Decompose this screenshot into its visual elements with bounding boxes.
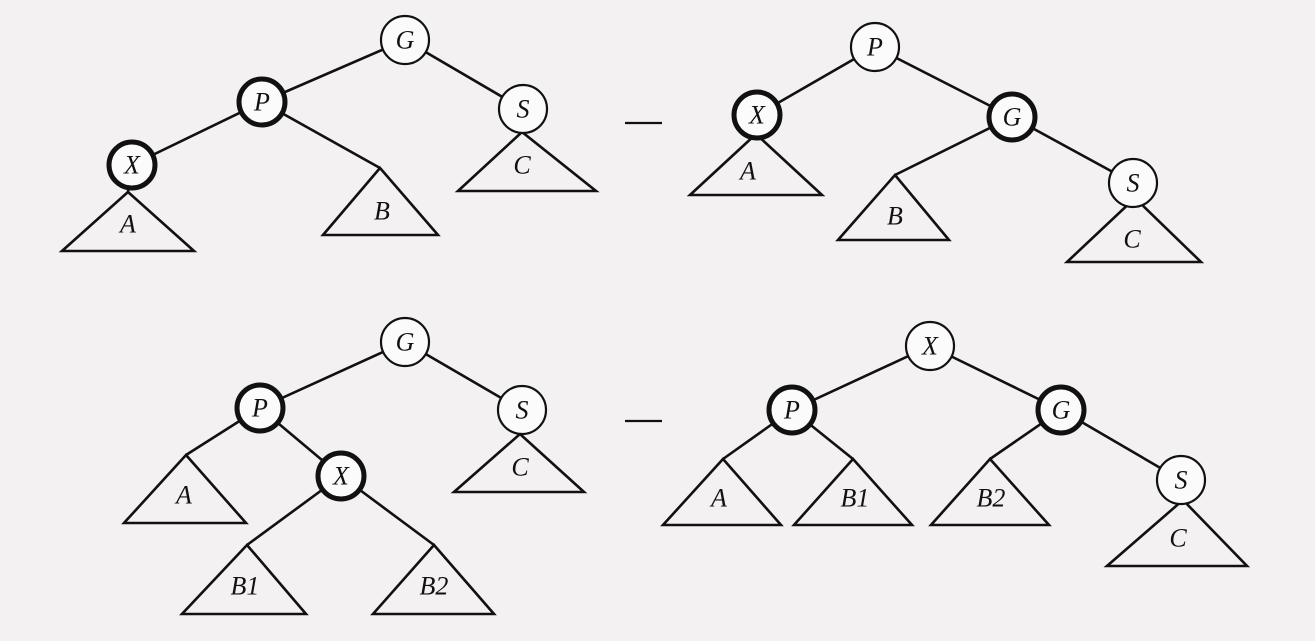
node-label: G [1052, 396, 1071, 425]
subtree-b1-triangle [178, 543, 309, 616]
node-circle-bold [731, 89, 783, 141]
node-label: P [783, 396, 800, 425]
node-circle [904, 320, 956, 372]
node-label: X [123, 151, 141, 180]
tree-node: G [986, 91, 1038, 143]
tree-node: S [1107, 157, 1159, 209]
case-1-after-tree: A B C P X G S [686, 21, 1205, 264]
tree-node: S [1155, 454, 1207, 506]
node-label: S [516, 396, 529, 425]
edge-p-g [874, 45, 1013, 119]
case-1-before-tree: A B C G P S X [58, 14, 600, 253]
node-label: S [1127, 169, 1140, 198]
node-label: P [253, 88, 270, 117]
edge-g-p [261, 38, 406, 104]
tree-node: P [849, 21, 901, 73]
node-circle [497, 83, 549, 135]
subtree-a-triangle [686, 132, 826, 197]
tree-node: G [379, 316, 431, 368]
subtree-b-triangle [320, 166, 441, 237]
node-label: G [396, 328, 415, 357]
tree-node: X [315, 450, 367, 502]
subtree-label: C [513, 151, 531, 180]
subtree-label: A [709, 484, 727, 513]
tree-node: X [904, 320, 956, 372]
node-label: S [517, 95, 530, 124]
node-label: P [866, 33, 883, 62]
node-label: G [396, 26, 415, 55]
tree-node: G [1035, 384, 1087, 436]
node-circle [379, 14, 431, 66]
node-label: X [748, 101, 766, 130]
subtree-label: B [887, 202, 903, 231]
subtree-c-triangle [454, 130, 600, 193]
node-label: P [251, 394, 268, 423]
tree-node: X [106, 139, 158, 191]
subtree-b-triangle [835, 172, 952, 242]
node-circle-bold [234, 382, 286, 434]
subtree-b2-triangle [928, 457, 1052, 527]
tree-node: G [379, 14, 431, 66]
subtree-label: C [1169, 524, 1187, 553]
node-circle [496, 384, 548, 436]
subtree-b1-triangle [791, 457, 915, 527]
tree-node: X [731, 89, 783, 141]
subtree-label: B2 [420, 572, 449, 601]
node-circle-bold [315, 450, 367, 502]
case-2-before-tree: A B1 B2 C G P S X [121, 316, 588, 616]
subtree-c-triangle [1103, 498, 1251, 568]
tree-node: S [497, 83, 549, 135]
subtree-label: C [1123, 225, 1141, 254]
node-circle-bold [986, 91, 1038, 143]
case-2-after-tree: A B1 B2 C X P G S [660, 320, 1251, 568]
edge-g-p [259, 340, 406, 410]
node-circle [849, 21, 901, 73]
subtree-label: A [174, 481, 192, 510]
node-circle-bold [1035, 384, 1087, 436]
tree-node: P [236, 76, 288, 128]
subtree-label: B1 [231, 572, 260, 601]
subtree-a-triangle [58, 190, 198, 253]
subtree-a-triangle [121, 453, 249, 525]
subtree-label: A [118, 210, 136, 239]
subtree-c-triangle [1063, 196, 1205, 264]
subtree-label: B1 [841, 484, 870, 513]
node-circle [1155, 454, 1207, 506]
tree-node: S [496, 384, 548, 436]
subtree-c-triangle [450, 432, 588, 494]
subtree-a-triangle [660, 457, 784, 527]
node-label: G [1003, 103, 1022, 132]
node-circle [1107, 157, 1159, 209]
node-label: S [1175, 466, 1188, 495]
subtree-label: B [374, 197, 390, 226]
node-label: X [921, 332, 939, 361]
node-circle-bold [766, 384, 818, 436]
tree-node: P [766, 384, 818, 436]
node-circle-bold [106, 139, 158, 191]
subtree-label: B2 [977, 484, 1006, 513]
subtree-label: C [511, 453, 529, 482]
node-circle [379, 316, 431, 368]
node-circle-bold [236, 76, 288, 128]
subtree-label: A [738, 157, 756, 186]
subtree-b2-triangle [370, 543, 497, 616]
tree-node: P [234, 382, 286, 434]
node-label: X [332, 462, 350, 491]
